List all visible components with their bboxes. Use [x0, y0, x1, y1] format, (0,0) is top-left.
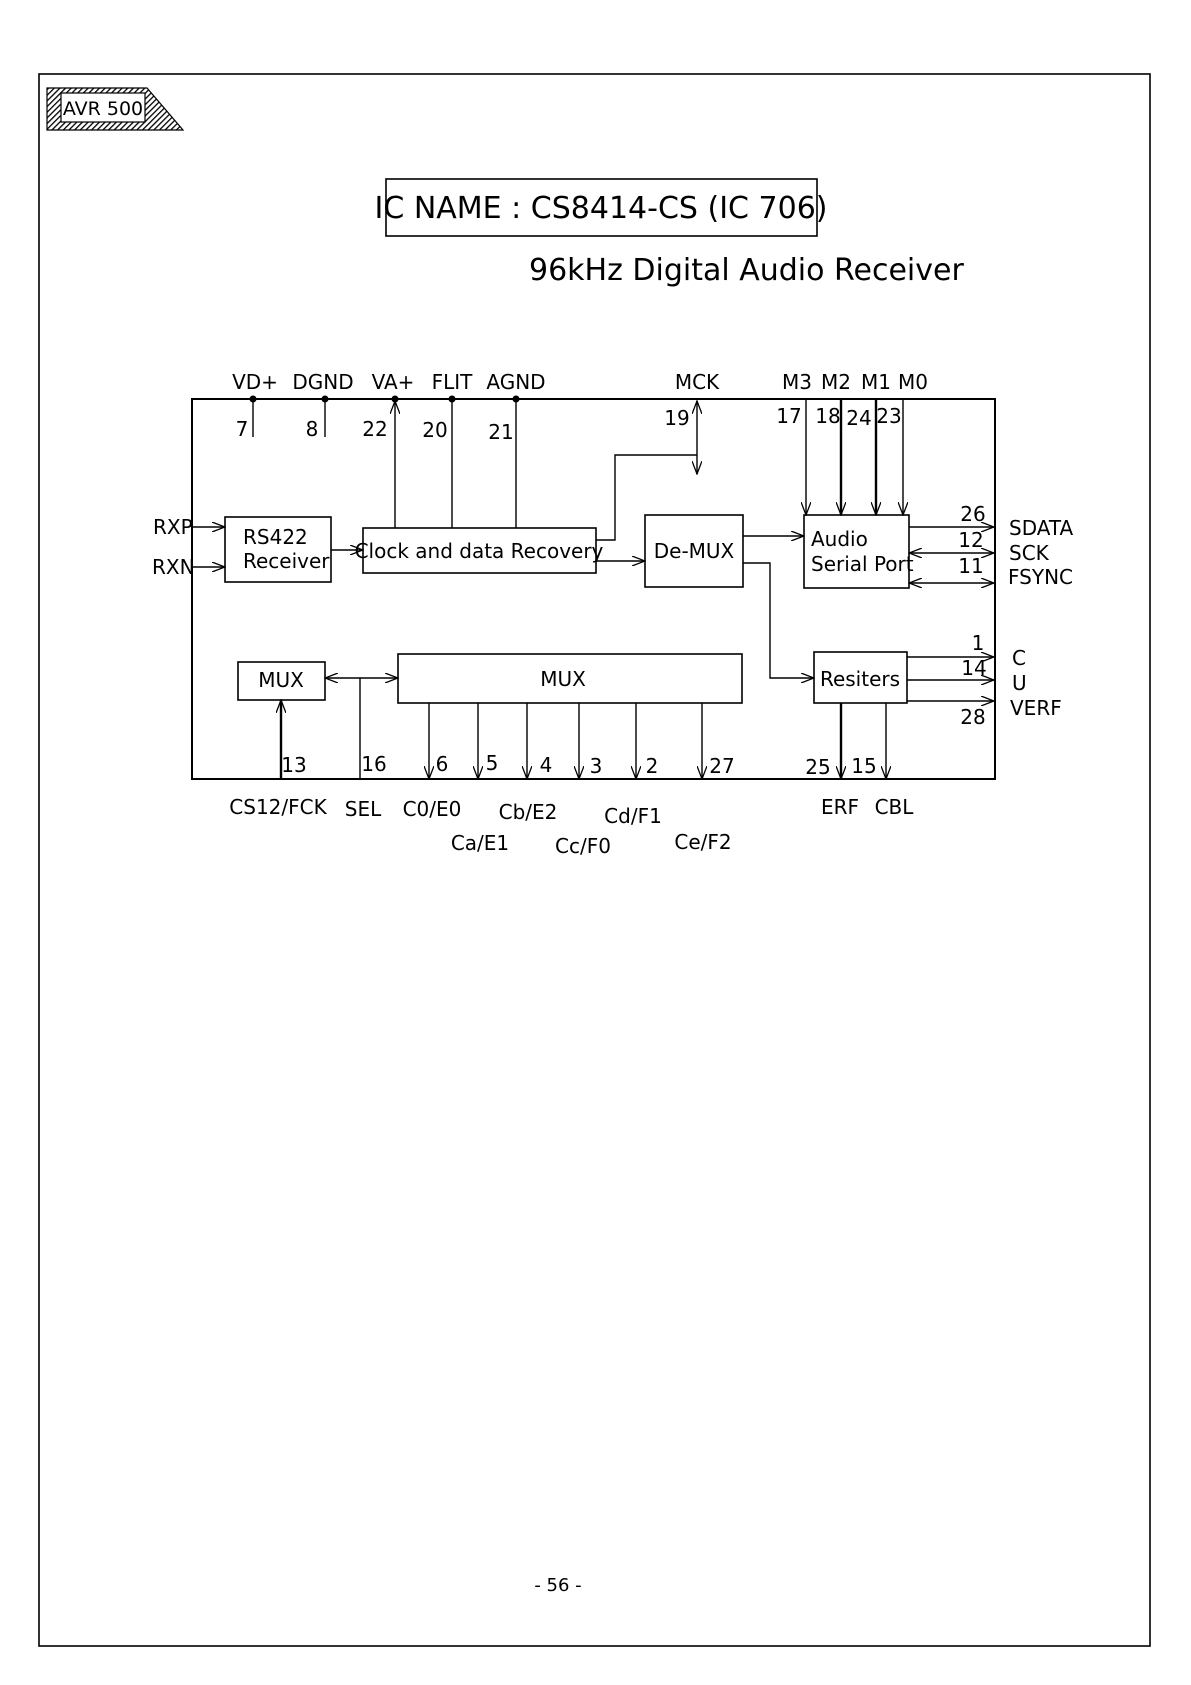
- chip-outline: [191, 398, 996, 780]
- pin-number-flit: 20: [422, 418, 447, 442]
- pin-number-vd: 7: [236, 417, 249, 441]
- signal-u: U: [1012, 671, 1027, 695]
- rs422-receiver-block: RS422 Receiver: [224, 516, 332, 583]
- signal-c0-e0: C0/E0: [403, 797, 462, 821]
- pin-number-cs12: 13: [281, 753, 306, 777]
- junction-dots: [249, 395, 520, 403]
- rs422-label: RS422: [243, 525, 308, 549]
- clock-recovery-label: Clock and data Recovery: [355, 539, 604, 563]
- signal-sdata: SDATA: [1009, 516, 1074, 540]
- wiring: [192, 399, 994, 779]
- pin-number-sck: 12: [958, 528, 983, 552]
- pin-number-mck: 19: [664, 406, 689, 430]
- pin-number-cc: 3: [590, 754, 603, 778]
- pin-number-m0: 23: [876, 404, 901, 428]
- mux-big-label: MUX: [540, 667, 586, 691]
- receiver-label: Receiver: [243, 549, 330, 573]
- demux-block: De-MUX: [644, 514, 744, 588]
- audio-serial-port-block: Audio Serial Port: [803, 514, 914, 589]
- pin-number-cb: 4: [540, 753, 553, 777]
- signal-flit: FLIT: [432, 370, 474, 394]
- clock-recovery-block: Clock and data Recovery: [355, 527, 604, 574]
- pin-number-cd: 2: [646, 754, 659, 778]
- signal-cbl: CBL: [875, 795, 915, 819]
- subtitle: 96kHz Digital Audio Receiver: [529, 253, 964, 288]
- pin-number-erf: 25: [805, 755, 830, 779]
- pin-number-fsync: 11: [958, 554, 983, 578]
- signal-m3: M3: [782, 370, 812, 394]
- serial-port-label: Serial Port: [811, 552, 914, 576]
- signal-cc-f0: Cc/F0: [555, 834, 611, 858]
- signal-sck: SCK: [1009, 541, 1050, 565]
- signal-cs12-fck: CS12/FCK: [229, 795, 327, 819]
- signal-rxp: RXP: [153, 515, 193, 539]
- signal-rxn: RXN: [152, 555, 195, 579]
- signal-erf: ERF: [821, 795, 859, 819]
- audio-label: Audio: [811, 527, 868, 551]
- pin-number-va: 22: [362, 417, 387, 441]
- pin-number-sel: 16: [361, 752, 386, 776]
- pin-number-ca: 5: [486, 751, 499, 775]
- pin-number-c0: 6: [436, 752, 449, 776]
- signal-dgnd: DGND: [292, 370, 353, 394]
- signal-agnd: AGND: [486, 370, 545, 394]
- pin-number-m3: 17: [776, 404, 801, 428]
- pin-number-c: 1: [972, 631, 985, 655]
- signal-cd-f1: Cd/F1: [604, 804, 662, 828]
- signal-ce-f2: Ce/F2: [674, 830, 731, 854]
- pin-number-dgnd: 8: [306, 417, 319, 441]
- signal-mck: MCK: [675, 370, 720, 394]
- page-border: [38, 73, 1151, 1647]
- pin-number-ce: 27: [709, 754, 734, 778]
- page-number: - 56 -: [534, 1575, 581, 1596]
- signal-c: C: [1012, 646, 1026, 670]
- model-badge: AVR 500: [46, 87, 185, 131]
- signal-verf: VERF: [1010, 696, 1062, 720]
- signal-m0: M0: [898, 370, 928, 394]
- demux-label: De-MUX: [654, 539, 735, 563]
- pin-number-agnd: 21: [488, 420, 513, 444]
- model-badge-label: AVR 500: [63, 98, 143, 120]
- pin-number-verf: 28: [960, 705, 985, 729]
- signal-m2: M2: [821, 370, 851, 394]
- signal-vd: VD+: [232, 370, 278, 394]
- signal-va: VA+: [372, 370, 415, 394]
- pin-number-cbl: 15: [851, 754, 876, 778]
- mux-big-block: MUX: [397, 653, 743, 704]
- mux-small-block: MUX: [237, 661, 326, 701]
- ic-name-title: IC NAME : CS8414-CS (IC 706): [374, 191, 827, 226]
- ic-name-box: [385, 178, 818, 237]
- pin-number-u: 14: [961, 656, 986, 680]
- resiters-label: Resiters: [820, 667, 900, 691]
- resiters-block: Resiters: [813, 651, 908, 704]
- pin-number-m1: 24: [846, 406, 871, 430]
- mux-small-label: MUX: [258, 668, 304, 692]
- signal-cb-e2: Cb/E2: [499, 800, 558, 824]
- signal-ca-e1: Ca/E1: [451, 831, 509, 855]
- signal-m1: M1: [861, 370, 891, 394]
- pin-number-sdata: 26: [960, 502, 985, 526]
- pin-number-m2: 18: [815, 404, 840, 428]
- signal-fsync: FSYNC: [1008, 565, 1073, 589]
- signal-sel: SEL: [345, 797, 382, 821]
